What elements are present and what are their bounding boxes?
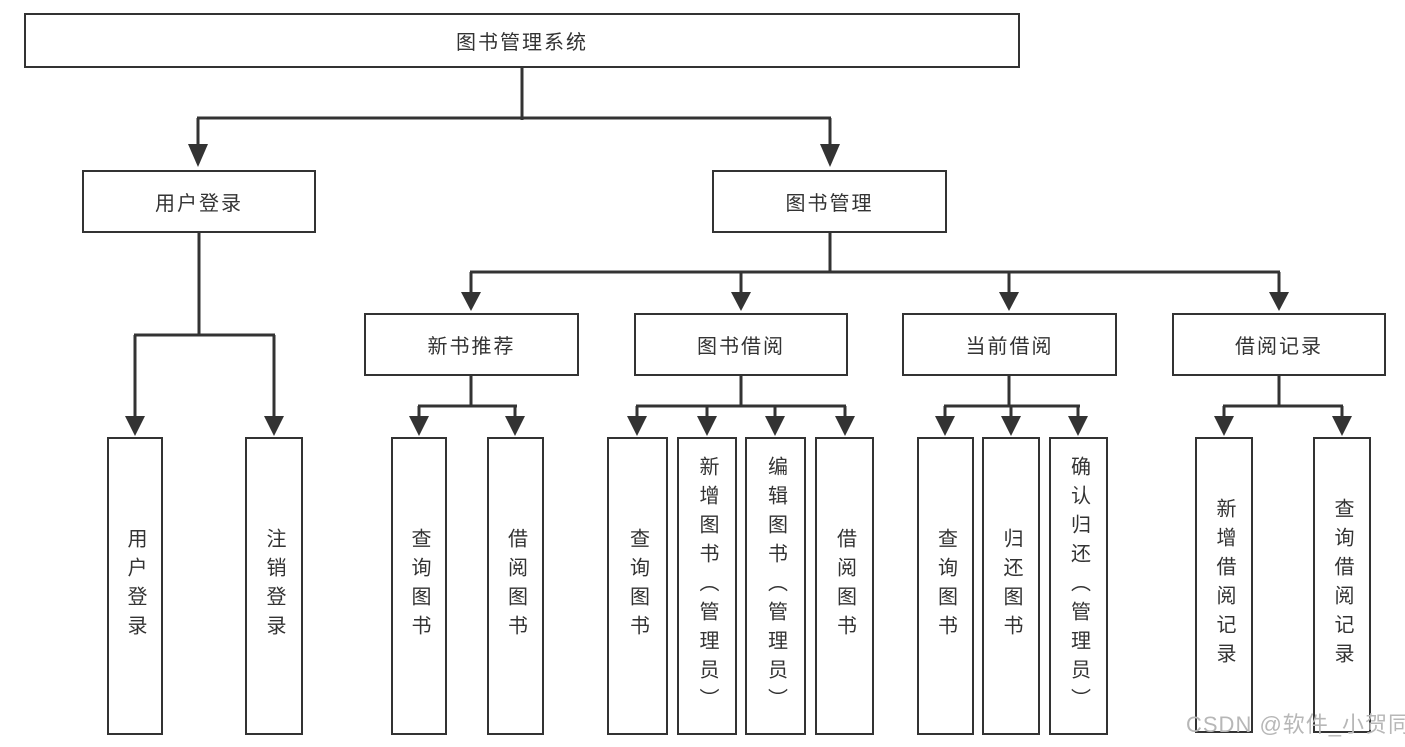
arrowhead-leaf-user-login bbox=[125, 416, 145, 436]
leaf-bb-borrow-books: 借阅图书 bbox=[815, 437, 874, 735]
leaf-bb-edit-books-admin: 编辑图书（管理员） bbox=[745, 437, 806, 735]
leaf-user-login: 用户登录 bbox=[107, 437, 163, 735]
arrowhead-nbr-borrow bbox=[505, 416, 525, 436]
arrowhead-user-login bbox=[188, 144, 208, 167]
arrowhead-nbr-query bbox=[409, 416, 429, 436]
arrowhead-bb-borrow bbox=[835, 416, 855, 436]
leaf-cb-query-books: 查询图书 bbox=[917, 437, 974, 735]
arrowhead-current-borrowing bbox=[999, 292, 1019, 311]
arrowhead-br-add bbox=[1214, 416, 1234, 436]
node-new-book-recommend: 新书推荐 bbox=[364, 313, 579, 376]
leaf-nbr-borrow-books: 借阅图书 bbox=[487, 437, 544, 735]
node-book-management: 图书管理 bbox=[712, 170, 947, 233]
node-book-borrowing: 图书借阅 bbox=[634, 313, 848, 376]
arrowhead-book-management bbox=[820, 144, 840, 167]
leaf-bb-add-books-admin: 新增图书（管理员） bbox=[677, 437, 737, 735]
arrowhead-leaf-logout bbox=[264, 416, 284, 436]
arrowhead-bb-edit bbox=[765, 416, 785, 436]
arrowhead-book-borrowing bbox=[731, 292, 751, 311]
node-borrowing-records: 借阅记录 bbox=[1172, 313, 1386, 376]
node-root: 图书管理系统 bbox=[24, 13, 1020, 68]
arrowhead-cb-query bbox=[935, 416, 955, 436]
arrowhead-cb-return bbox=[1001, 416, 1021, 436]
arrowhead-br-query bbox=[1332, 416, 1352, 436]
leaf-bb-query-books: 查询图书 bbox=[607, 437, 668, 735]
node-current-borrowing: 当前借阅 bbox=[902, 313, 1117, 376]
leaf-logout: 注销登录 bbox=[245, 437, 303, 735]
leaf-br-add-record: 新增借阅记录 bbox=[1195, 437, 1253, 733]
leaf-cb-confirm-return-admin: 确认归还（管理员） bbox=[1049, 437, 1108, 735]
csdn-watermark: CSDN @软件_小贺同学 bbox=[1186, 712, 1405, 737]
node-user-login: 用户登录 bbox=[82, 170, 316, 233]
arrowhead-bb-query bbox=[627, 416, 647, 436]
leaf-nbr-query-books: 查询图书 bbox=[391, 437, 447, 735]
arrowhead-borrowing-records bbox=[1269, 292, 1289, 311]
arrowhead-cb-confirm bbox=[1068, 416, 1088, 436]
leaf-cb-return-books: 归还图书 bbox=[982, 437, 1040, 735]
arrowhead-new-book-recommend bbox=[461, 292, 481, 311]
arrowhead-bb-add bbox=[697, 416, 717, 436]
leaf-br-query-record: 查询借阅记录 bbox=[1313, 437, 1371, 733]
